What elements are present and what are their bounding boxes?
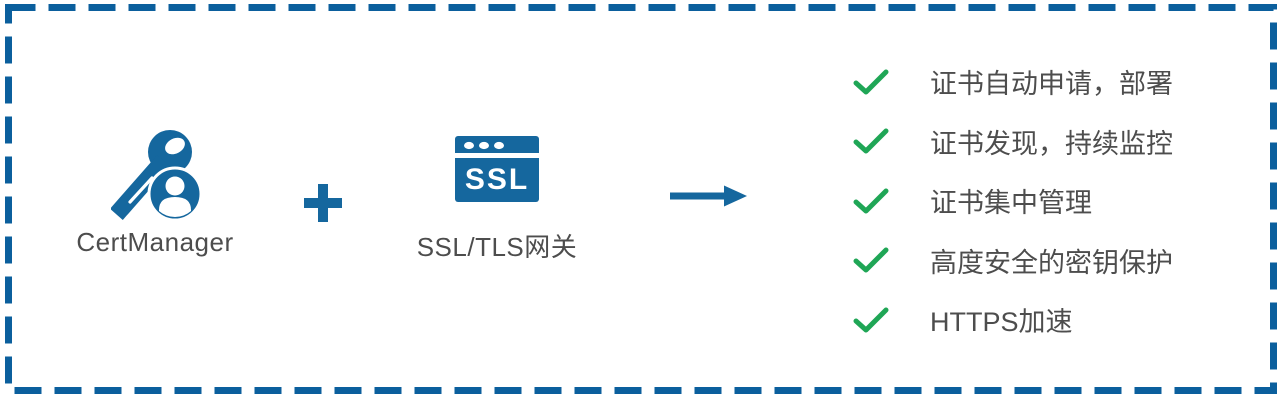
check-icon — [853, 188, 889, 214]
check-icon — [853, 69, 889, 95]
gateway-label: SSL/TLS网关 — [416, 232, 578, 262]
plus-icon — [304, 184, 342, 222]
check-icon — [853, 128, 889, 154]
feature-label: 证书自动申请，部署 — [930, 69, 1173, 100]
list-item: 证书发现，持续监控 — [853, 112, 1253, 172]
ssl-icon-text: SSL — [465, 163, 529, 196]
list-item: 高度安全的密钥保护 — [853, 231, 1253, 291]
arrow-right-icon — [670, 185, 747, 207]
feature-label: 证书发现，持续监控 — [930, 128, 1173, 159]
list-item: HTTPS加速 — [853, 290, 1253, 350]
feature-label: 证书集中管理 — [930, 188, 1092, 219]
feature-label: HTTPS加速 — [930, 307, 1073, 338]
feature-list: 证书自动申请，部署 证书发现，持续监控 证书集中管理 高度安全的密钥保护 HTT — [853, 52, 1253, 350]
list-item: 证书集中管理 — [853, 171, 1253, 231]
list-item: 证书自动申请，部署 — [853, 52, 1253, 112]
certmanager-label: CertManager — [76, 227, 234, 257]
ssl-window-icon: SSL — [455, 136, 539, 202]
check-icon — [853, 247, 889, 273]
feature-label: 高度安全的密钥保护 — [930, 247, 1173, 278]
key-user-icon — [111, 130, 201, 221]
check-icon — [853, 307, 889, 333]
